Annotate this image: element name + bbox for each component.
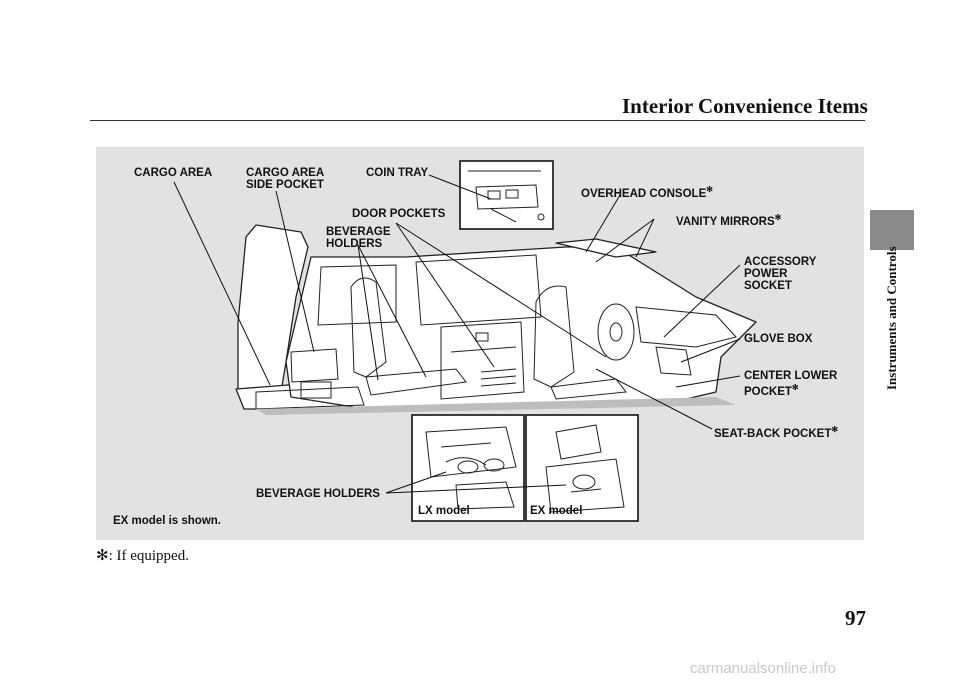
ex-model-inset <box>525 414 639 522</box>
section-tab-label-box: Instruments and Controls <box>862 246 899 390</box>
interior-figure: CARGO AREA CARGO AREA SIDE POCKET COIN T… <box>96 147 864 540</box>
label-center-lower-pocket-text: CENTER LOWER POCKET <box>744 370 838 398</box>
label-overhead-console: OVERHEAD CONSOLE✻ <box>581 184 713 200</box>
equipped-mark: ✻ <box>831 425 839 434</box>
equipped-mark: ✻ <box>774 213 782 222</box>
label-vanity-mirrors: VANITY MIRRORS✻ <box>676 212 781 228</box>
watermark: carmanualsonline.info <box>690 660 836 677</box>
vehicle-interior-illustration <box>173 160 757 522</box>
label-coin-tray: COIN TRAY <box>366 167 429 179</box>
label-vanity-mirrors-text: VANITY MIRRORS <box>676 215 775 228</box>
label-lx-model: LX model <box>418 505 470 517</box>
label-cargo-area-side-pocket: CARGO AREA SIDE POCKET <box>246 167 325 191</box>
label-cargo-area: CARGO AREA <box>134 167 213 179</box>
section-tab <box>870 210 914 250</box>
footnote: ✻: If equipped. <box>96 548 189 564</box>
section-tab-label: Instruments and Controls <box>884 246 899 390</box>
title-rule <box>90 120 865 121</box>
label-glove-box: GLOVE BOX <box>744 333 813 345</box>
label-beverage-holders-bottom: BEVERAGE HOLDERS <box>256 488 380 500</box>
label-beverage-holders-top: BEVERAGE HOLDERS <box>326 226 391 250</box>
label-overhead-console-text: OVERHEAD CONSOLE <box>581 187 707 200</box>
page-number: 97 <box>845 606 866 630</box>
label-accessory-power-socket: ACCESSORY POWER SOCKET <box>744 256 817 292</box>
lx-model-inset <box>411 414 525 522</box>
page-title: Interior Convenience Items <box>622 94 868 118</box>
label-seat-back-pocket-text: SEAT-BACK POCKET <box>714 427 832 440</box>
equipped-mark: ✻ <box>791 383 799 392</box>
label-door-pockets: DOOR POCKETS <box>352 208 446 220</box>
label-ex-model-shown: EX model is shown. <box>113 515 221 527</box>
label-ex-model: EX model <box>530 505 583 517</box>
equipped-mark: ✻ <box>706 185 713 194</box>
label-seat-back-pocket: SEAT-BACK POCKET✻ <box>714 424 838 440</box>
label-center-lower-pocket: CENTER LOWER POCKET✻ <box>744 370 837 398</box>
coin-tray-inset <box>459 160 554 230</box>
